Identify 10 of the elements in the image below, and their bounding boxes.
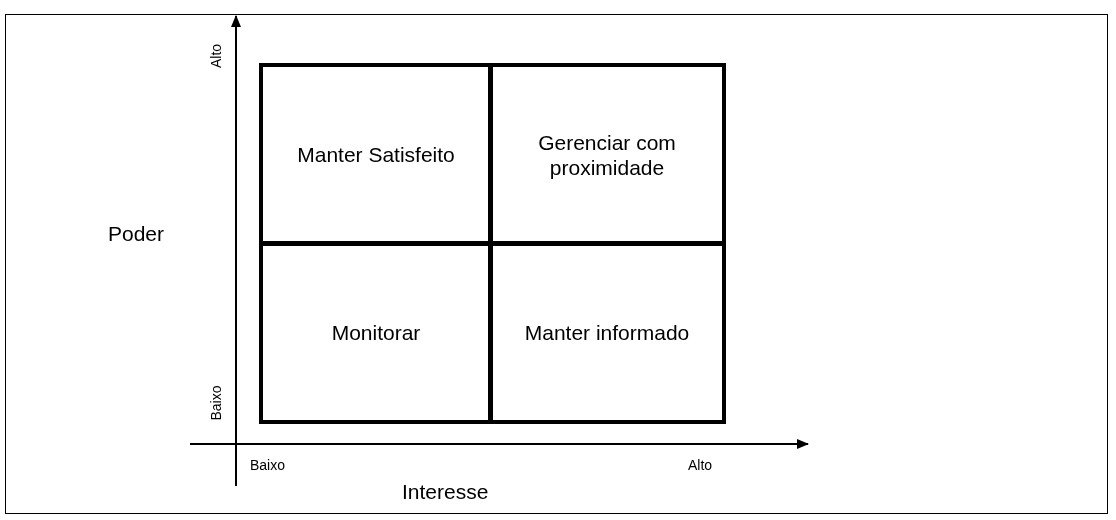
quadrant-box: Gerenciar com proximidade: [488, 63, 726, 246]
axis-tick-label: Alto: [208, 43, 225, 69]
axis-tick-label: Baixo: [207, 385, 224, 421]
axis-tick-label: Alto: [688, 457, 713, 473]
quadrant-box: Manter informado: [488, 241, 726, 424]
axis-title: Poder: [108, 222, 165, 246]
quadrant-box: Monitorar: [259, 241, 493, 424]
axis-title: Interesse: [402, 480, 489, 504]
axis-tick-label: Baixo: [250, 457, 286, 473]
quadrant-box: Manter Satisfeito: [259, 63, 493, 246]
